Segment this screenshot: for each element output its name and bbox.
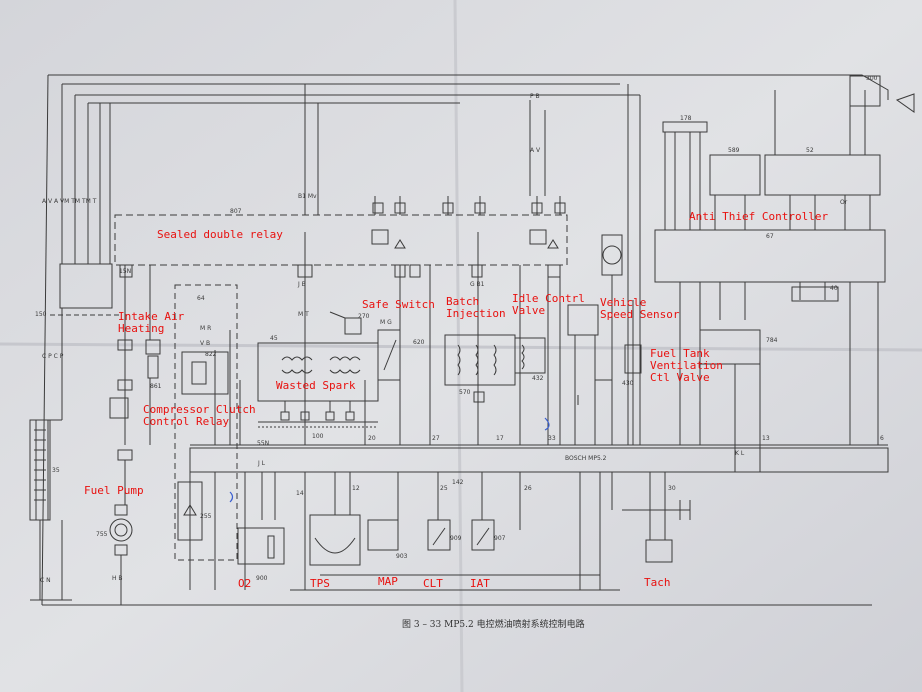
- pin-6: 6: [880, 435, 884, 442]
- component-430: 430: [622, 380, 634, 387]
- wire-code-jl: J L: [257, 460, 266, 467]
- pin-55n: 55N: [257, 440, 269, 447]
- paper-fold: [0, 342, 922, 352]
- component-67: 67: [766, 233, 774, 240]
- component-40: 40: [830, 285, 838, 292]
- relay-number: 807: [230, 208, 242, 215]
- ecu-label: BOSCH MP5.2: [565, 455, 607, 462]
- wire-code-hb: H B: [112, 575, 123, 582]
- component-150: 150: [35, 311, 47, 318]
- pin-26: 26: [524, 485, 532, 492]
- component-909: 909: [450, 535, 462, 542]
- pin-15n: 15N: [119, 268, 131, 275]
- component-907: 907: [494, 535, 506, 542]
- pin-12: 12: [352, 485, 360, 492]
- component-300: 300: [866, 75, 878, 82]
- component-903: 903: [396, 553, 408, 560]
- component-45: 45: [270, 335, 278, 342]
- component-900: 900: [256, 575, 268, 582]
- wire-code-mg: M G: [380, 319, 392, 326]
- component-589: 589: [728, 147, 740, 154]
- pin-25: 25: [440, 485, 448, 492]
- figure-caption: 图 3 – 33 MP5.2 电控燃油喷射系统控制电路: [402, 620, 585, 630]
- pin-20: 20: [368, 435, 376, 442]
- wire-code-pb: P B: [530, 93, 540, 100]
- component-100: 100: [312, 433, 324, 440]
- wire-code-relay-top: B1 Mv: [298, 193, 317, 200]
- pin-33: 33: [548, 435, 556, 442]
- wire-network: [29, 74, 915, 606]
- wire-code-av: A V: [530, 147, 541, 154]
- component-270: 270: [358, 313, 370, 320]
- component-35: 35: [52, 467, 60, 474]
- component-755: 755: [96, 531, 108, 538]
- component-142: 142: [452, 479, 464, 486]
- pencil-marks: [229, 417, 550, 503]
- component-52: 52: [806, 147, 814, 154]
- component-861: 861: [150, 383, 162, 390]
- component-570: 570: [459, 389, 471, 396]
- component-822: 822: [205, 351, 217, 358]
- component-432: 432: [532, 375, 544, 382]
- pin-27: 27: [432, 435, 440, 442]
- component-64: 64: [197, 295, 205, 302]
- wire-code-gb: G B1: [470, 281, 485, 288]
- wire-code-left-rail: A V A VM TM TM T: [42, 198, 97, 205]
- wire-code-kl: K L: [735, 450, 745, 457]
- pin-14: 14: [296, 490, 304, 497]
- component-784: 784: [766, 337, 778, 344]
- wire-code-cn: C N: [40, 577, 51, 584]
- wire-code-left-bottom: C P C P: [42, 353, 64, 360]
- wire-code-vb: V B: [200, 340, 210, 347]
- wire-code-or: Or: [840, 199, 848, 206]
- wire-labels: A V A VM TM TM T C P C P C N B1 Mv J B M…: [35, 75, 884, 584]
- component-620: 620: [413, 339, 425, 346]
- component-255: 255: [200, 513, 212, 520]
- wire-code-jb: J B: [297, 281, 306, 288]
- component-178: 178: [680, 115, 692, 122]
- pin-17: 17: [496, 435, 504, 442]
- wire-code-mr: M R: [200, 325, 211, 332]
- pin-13: 13: [762, 435, 770, 442]
- pin-30: 30: [668, 485, 676, 492]
- wire-code-mt: M T: [298, 311, 309, 318]
